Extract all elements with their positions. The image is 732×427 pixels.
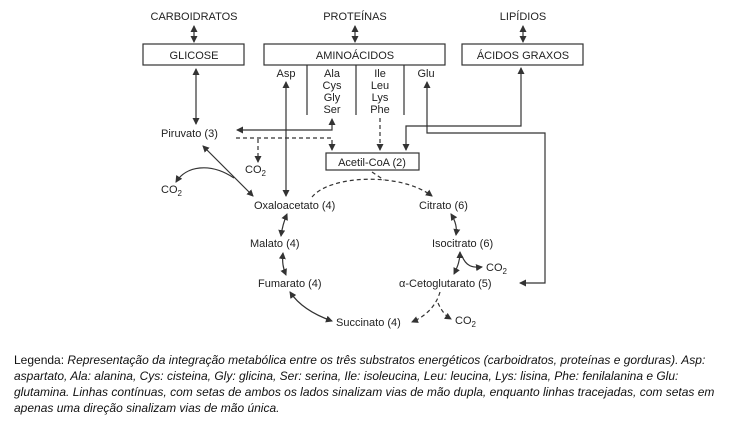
box-fatty-acids — [461, 43, 584, 66]
label-isocitrate: Isocitrato (6) — [432, 238, 493, 250]
arrow-amino-pyruvate — [236, 118, 336, 134]
group-label-lipids: LIPÍDIOS — [500, 10, 546, 23]
label-ketoglutarate: α-Cetoglutarato (5) — [399, 278, 492, 290]
box-acetyl-coa — [325, 152, 420, 171]
arrow-pyruvate-acetyl — [236, 137, 336, 151]
co2-label-2: CO2 — [161, 184, 183, 198]
arc-citrate-isocitrate — [450, 213, 461, 236]
label-oxaloacetate: Oxaloacetato (4) — [254, 200, 335, 212]
label-glu: Glu — [417, 68, 434, 80]
arc-fumarate-malate — [278, 252, 287, 276]
label-fumarate: Fumarato (4) — [258, 278, 322, 290]
group-label-proteins: PROTEÍNAS — [323, 10, 387, 23]
arrow-co2-ketoglutarate — [437, 302, 452, 320]
arc-succinate-fumarate — [289, 291, 333, 323]
label-lys: Lys — [372, 92, 389, 104]
arc-malate-oxaloacetate — [278, 213, 288, 237]
metabolic-integration-diagram: CARBOIDRATOS PROTEÍNAS LIPÍDIOS GLICOSE … — [142, 10, 584, 329]
box-amino-acids — [263, 43, 446, 66]
arrow-co2-pyruvate-oxaloacetate — [175, 167, 235, 183]
co2-label-3: CO2 — [486, 262, 508, 276]
label-phe: Phe — [370, 104, 390, 116]
arrow-fatty-acetyl — [402, 67, 525, 151]
label-gly: Gly — [324, 92, 341, 104]
arc-isocitrate-ketoglutarate — [453, 251, 464, 275]
arc-ketoglutarate-succinate — [411, 291, 441, 323]
label-malate: Malato (4) — [250, 238, 300, 250]
label-ile: Ile — [374, 68, 386, 80]
group-label-carbohydrates: CARBOIDRATOS — [151, 11, 238, 23]
co2-label-1: CO2 — [245, 164, 267, 178]
legend-caption: Legenda: Representação da integração met… — [14, 352, 716, 416]
label-amino-acids: AMINOÁCIDOS — [316, 49, 394, 62]
label-ala: Ala — [324, 68, 341, 80]
arrow-co2-isocitrate — [461, 255, 483, 272]
arc-oxaloacetate-citrate — [311, 178, 433, 198]
label-citrate: Citrato (6) — [419, 200, 468, 212]
arrow-glu-ketoglutarate — [423, 81, 546, 287]
arrow-pyruvate-oxaloacetate — [202, 145, 254, 197]
label-cys: Cys — [323, 80, 342, 92]
box-glucose — [142, 43, 245, 66]
legend-lead: Legenda: — [14, 353, 65, 367]
legend-body: Representação da integração metabólica e… — [14, 353, 715, 415]
label-glucose: GLICOSE — [170, 50, 219, 62]
label-succinate: Succinato (4) — [336, 317, 401, 329]
label-pyruvate: Piruvato (3) — [161, 128, 218, 140]
label-asp: Asp — [277, 68, 296, 80]
label-acetyl-coa: Acetil-CoA (2) — [338, 157, 406, 169]
label-leu: Leu — [371, 80, 389, 92]
co2-label-4: CO2 — [455, 315, 477, 329]
label-ser: Ser — [323, 104, 340, 116]
label-fatty-acids: ÁCIDOS GRAXOS — [477, 49, 569, 62]
arrow-acetyl-into-cycle — [371, 171, 385, 181]
